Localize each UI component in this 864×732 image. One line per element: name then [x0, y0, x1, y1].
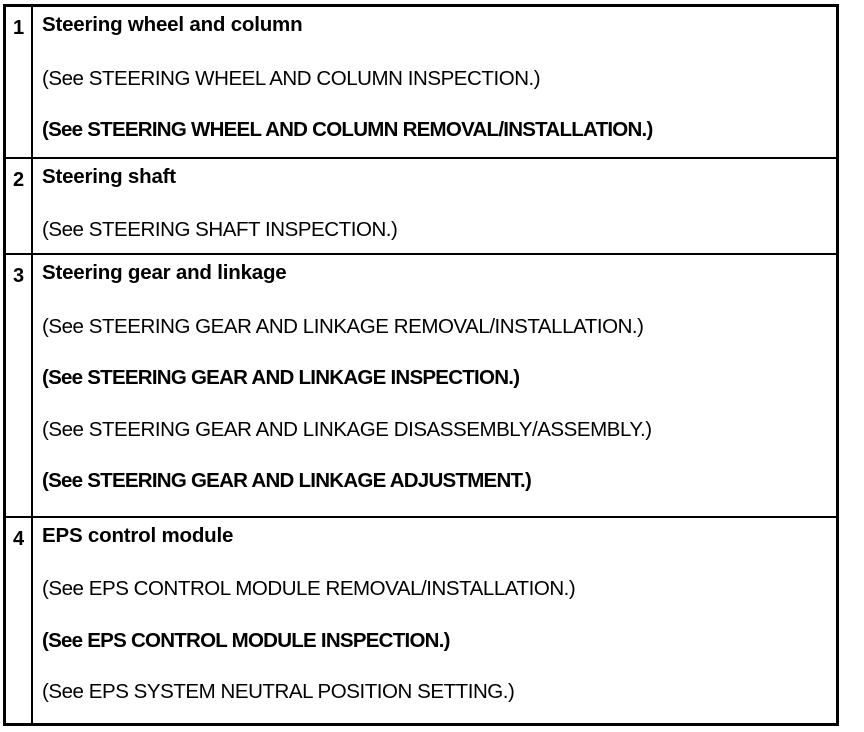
row-number: 3 [12, 265, 25, 288]
row-content-cell: Steering wheel and column (See STEERING … [32, 7, 836, 158]
row-content-cell: Steering gear and linkage (See STEERING … [32, 253, 836, 517]
reference-link[interactable]: (See STEERING SHAFT INSPECTION.) [42, 218, 398, 242]
table-row: 2 Steering shaft (See STEERING SHAFT INS… [6, 156, 836, 255]
reference-link[interactable]: (See STEERING GEAR AND LINKAGE REMOVAL/I… [42, 314, 644, 338]
table-row: 1 Steering wheel and column (See STEERIN… [6, 7, 836, 158]
steering-reference-table: 1 Steering wheel and column (See STEERIN… [6, 7, 836, 723]
reference-link[interactable]: (See STEERING WHEEL AND COLUMN INSPECTIO… [42, 66, 541, 90]
component-title: Steering shaft [42, 164, 176, 188]
reference-link[interactable]: (See EPS SYSTEM NEUTRAL POSITION SETTING… [42, 680, 515, 704]
row-number-cell: 3 [6, 253, 33, 517]
reference-link[interactable]: (See STEERING GEAR AND LINKAGE ADJUSTMEN… [42, 469, 532, 493]
row-number-cell: 4 [6, 515, 33, 723]
reference-link[interactable]: (See STEERING WHEEL AND COLUMN REMOVAL/I… [42, 118, 653, 141]
table-row: 4 EPS control module (See EPS CONTROL MO… [6, 515, 836, 723]
reference-link[interactable]: (See EPS CONTROL MODULE INSPECTION.) [42, 628, 450, 652]
component-title: Steering gear and linkage [42, 261, 287, 285]
table-body: 1 Steering wheel and column (See STEERIN… [6, 7, 836, 723]
row-content-cell: Steering shaft (See STEERING SHAFT INSPE… [32, 156, 836, 255]
reference-link[interactable]: (See STEERING GEAR AND LINKAGE DISASSEMB… [42, 417, 652, 441]
row-number: 4 [12, 527, 25, 550]
component-title: Steering wheel and column [42, 13, 303, 36]
reference-link[interactable]: (See EPS CONTROL MODULE REMOVAL/INSTALLA… [42, 577, 576, 601]
row-number-cell: 1 [6, 7, 33, 158]
row-number-cell: 2 [6, 156, 33, 255]
component-title: EPS control module [42, 523, 234, 547]
row-number: 1 [12, 17, 25, 39]
reference-link[interactable]: (See STEERING GEAR AND LINKAGE INSPECTIO… [42, 366, 520, 390]
row-number: 2 [12, 168, 25, 191]
table-row: 3 Steering gear and linkage (See STEERIN… [6, 253, 836, 517]
row-content-cell: EPS control module (See EPS CONTROL MODU… [32, 515, 836, 723]
reference-table-container: 1 Steering wheel and column (See STEERIN… [3, 4, 839, 726]
